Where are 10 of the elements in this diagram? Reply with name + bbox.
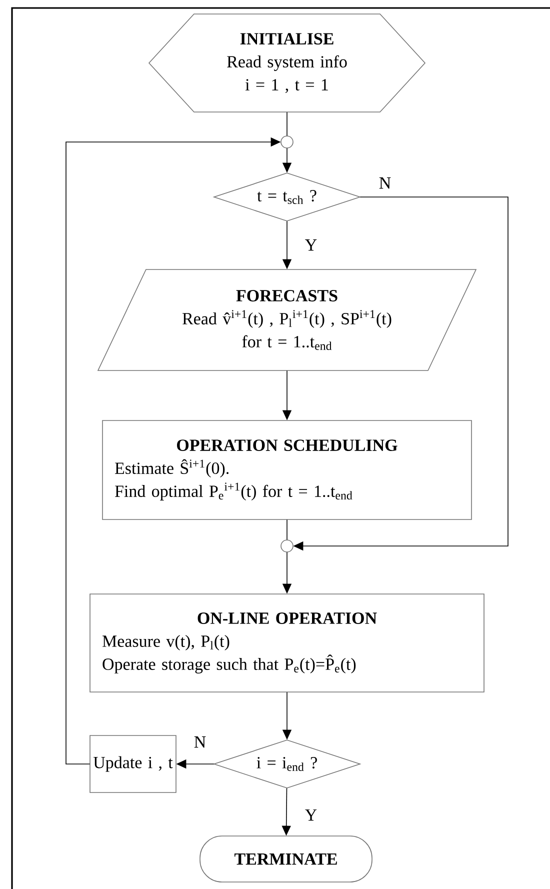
edge-label: N [192, 735, 208, 749]
edge-label: Y [304, 808, 318, 822]
process-box: ON-LINE OPERATION Measure v(t), P$_{l}$(t) Operate storage such that P$_{e}$(t)=P̂$_{e}$(t) [90, 594, 484, 692]
process-box: OPERATION SCHEDULING Estimate Ŝ$^{i+1}$(0). Find optimal P$_{e}$$^{i+1}$(t) for t = 1..t$_{end}$ [102, 420, 472, 520]
edge-label: Y [304, 238, 318, 252]
terminator-box: TERMINATE [200, 836, 372, 882]
junction-circle [280, 540, 294, 552]
edge-label: N [378, 176, 392, 190]
junction-circle [280, 136, 294, 148]
process-box: Update i , t [90, 735, 176, 793]
